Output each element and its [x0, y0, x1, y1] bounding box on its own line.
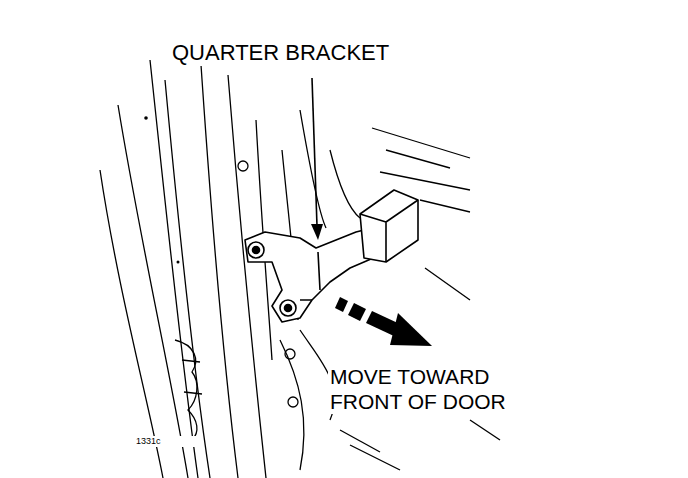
body-line — [372, 128, 470, 158]
quarter-bracket — [245, 190, 418, 322]
latch-detail — [182, 360, 202, 394]
bolt-center — [253, 247, 260, 254]
instruction-text: MOVE TOWARD FRONT OF DOOR — [328, 364, 554, 414]
leader — [311, 78, 323, 240]
hole — [285, 349, 295, 359]
check-housing — [360, 190, 418, 262]
body-line — [470, 420, 500, 440]
body-line — [420, 200, 470, 212]
body-line — [386, 150, 450, 168]
body-line — [425, 268, 470, 300]
bracket-plate — [245, 228, 378, 322]
bolt — [280, 300, 296, 316]
bracket-edge — [300, 252, 320, 300]
arrow-dash — [335, 297, 348, 312]
bolt-center — [285, 305, 292, 312]
body-line — [280, 340, 304, 470]
pillar-line — [228, 75, 266, 478]
pillar-line — [330, 150, 360, 218]
pillar-line — [150, 60, 198, 478]
housing-edge — [360, 200, 418, 262]
hole — [288, 397, 298, 407]
pillar-line — [100, 170, 163, 478]
leader-arrowhead — [311, 224, 323, 240]
hole — [238, 161, 248, 171]
dot — [144, 116, 148, 120]
arrow-dash — [348, 303, 366, 321]
figure-number: 1331c — [134, 436, 198, 447]
pillar-line — [165, 80, 210, 478]
body-line — [350, 445, 400, 470]
pillar-line — [200, 50, 238, 478]
dots — [144, 116, 179, 263]
leader-line — [312, 78, 317, 226]
bolt — [248, 242, 264, 258]
arrowhead — [390, 313, 432, 346]
body-line — [380, 172, 470, 190]
pillar-line — [118, 105, 188, 478]
dot — [177, 261, 180, 264]
latch-outline — [175, 340, 197, 440]
part-name: QUARTER BRACKET — [170, 40, 434, 66]
direction-arrow — [335, 297, 432, 346]
body-line — [340, 430, 380, 452]
